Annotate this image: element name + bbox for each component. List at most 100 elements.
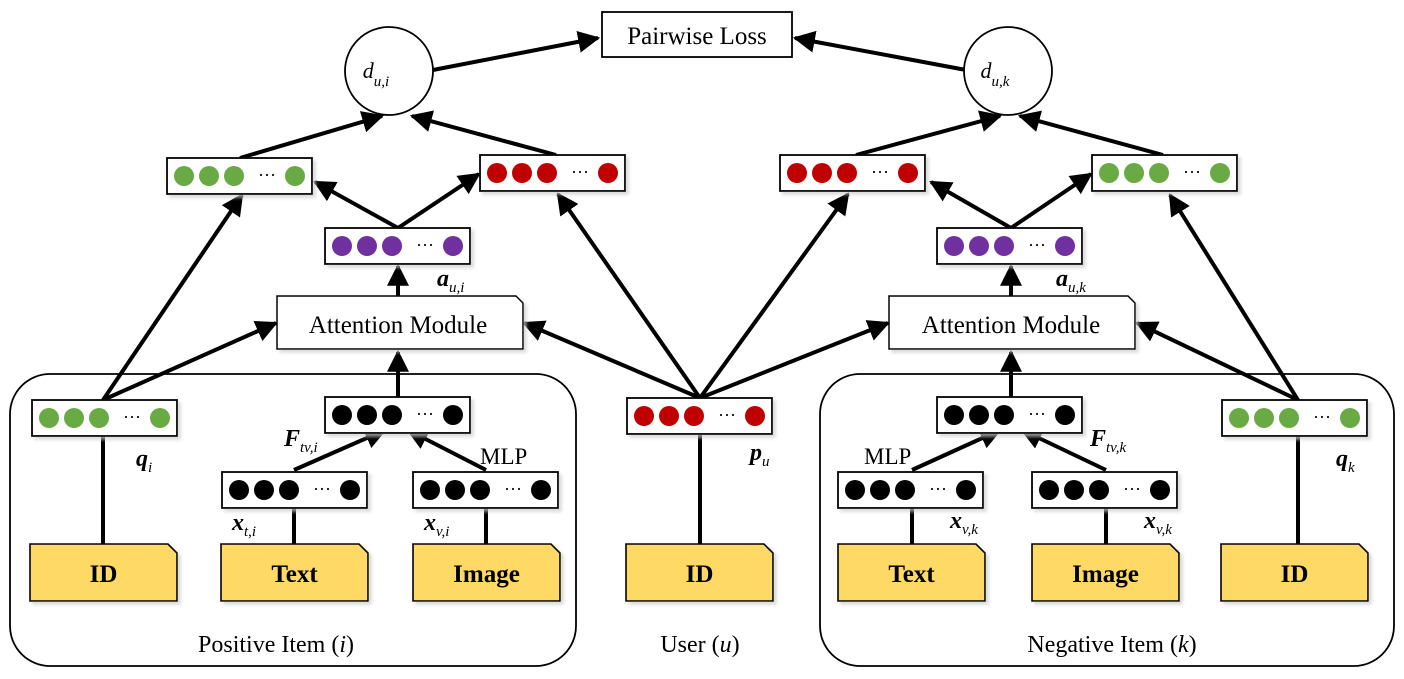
vector-a-ui: ···	[324, 227, 471, 265]
attention-module-right: Attention Module	[888, 295, 1136, 350]
vector-q-i-dot-last	[150, 408, 170, 428]
vector-x-vk-image-dot-last	[1150, 480, 1170, 500]
attention-module-left-label: Attention Module	[309, 312, 487, 339]
a-ui-label: au,i	[437, 266, 464, 296]
vector-F-tvi: ···	[324, 396, 471, 434]
negative-score-node	[963, 26, 1053, 116]
vector-F-tvi-dot-2	[357, 405, 377, 425]
input-neg-image: Image	[1031, 543, 1180, 602]
vector-u-pos-dot-1	[487, 163, 507, 183]
input-pos-text-shape	[220, 543, 369, 602]
vector-a-uk-dot-last	[1055, 236, 1075, 256]
F-tvk-label: Ftv,k	[1089, 426, 1126, 456]
vector-x-vi: ···	[412, 471, 559, 509]
F-tvi-label: Ftv,i	[283, 426, 318, 456]
vector-pos-score-input-dot-2	[199, 166, 219, 186]
vector-a-ui-dot-2	[357, 236, 377, 256]
vector-pos-score-input-dot-1	[174, 166, 194, 186]
input-neg-text-label: Text	[888, 561, 935, 588]
vector-F-tvk: ···	[936, 396, 1083, 434]
vector-u-neg-ellipsis: ···	[871, 162, 889, 182]
vector-pos-score-input-dot-last	[285, 166, 305, 186]
vector-a-uk-dot-3	[994, 236, 1014, 256]
vector-u-pos-dot-3	[537, 163, 557, 183]
vector-F-tvk-dot-1	[944, 405, 964, 425]
x-vi-label: xv,i	[423, 510, 449, 540]
vector-q-i-dot-3	[89, 408, 109, 428]
q-i-label: qi	[136, 446, 152, 476]
vector-x-vk-image-ellipsis: ···	[1123, 479, 1141, 499]
vector-F-tvi-dot-1	[332, 405, 352, 425]
vector-pos-score-input: ···	[166, 157, 313, 195]
vector-F-tvk-dot-3	[994, 405, 1014, 425]
input-user-id: ID	[625, 543, 774, 602]
vector-q-i: ···	[31, 399, 178, 437]
vector-x-ti-dot-3	[279, 480, 299, 500]
input-neg-text-shape	[837, 543, 986, 602]
vector-x-vk-image: ···	[1031, 471, 1178, 509]
connection-arrows	[101, 30, 1300, 544]
pairwise-loss-box	[601, 11, 793, 58]
input-pos-id-label: ID	[90, 561, 118, 588]
input-user-id-label: ID	[686, 561, 714, 588]
vector-pos-score-input-ellipsis: ···	[258, 165, 276, 185]
vector-x-vk-image-dot-3	[1089, 480, 1109, 500]
input-neg-id-label: ID	[1281, 561, 1309, 588]
vector-x-ti: ···	[221, 471, 368, 509]
pairwise-loss-label: Pairwise Loss	[627, 23, 767, 50]
input-pos-image-shape	[412, 543, 561, 602]
vector-x-vk-image-dot-2	[1064, 480, 1084, 500]
positive-score-label: du,i	[363, 58, 389, 90]
vector-F-tvk-dot-last	[1055, 405, 1075, 425]
vector-x-vi-dot-1	[420, 480, 440, 500]
vector-a-ui-dot-last	[443, 236, 463, 256]
input-pos-text: Text	[220, 543, 369, 602]
vector-q-k-dot-1	[1229, 408, 1249, 428]
vector-x-vk-text-dot-last	[956, 480, 976, 500]
attention-module-right-label: Attention Module	[922, 312, 1100, 339]
vector-a-uk-ellipsis: ···	[1028, 235, 1046, 255]
vector-F-tvi-ellipsis: ···	[416, 404, 434, 424]
vector-u-neg: ···	[779, 154, 926, 192]
user-caption: User (u)	[660, 632, 739, 658]
input-neg-id-shape	[1220, 543, 1369, 602]
vector-x-vk-image-dot-1	[1039, 480, 1059, 500]
vector-x-vi-dot-3	[470, 480, 490, 500]
vector-u-neg-dot-2	[812, 163, 832, 183]
vector-labels: qi au,i Ftv,i xt,i xv,i pu au,k Ftv,k xv…	[136, 266, 1355, 540]
vector-x-vi-dot-last	[531, 480, 551, 500]
vector-u-neg-dot-1	[787, 163, 807, 183]
vector-q-k-dot-last	[1340, 408, 1360, 428]
input-neg-image-label: Image	[1072, 561, 1139, 588]
vector-F-tvi-dot-3	[382, 405, 402, 425]
vector-q-k-ellipsis: ···	[1313, 407, 1331, 427]
vector-x-vk-text-dot-1	[845, 480, 865, 500]
vector-neg-score-input-dot-last	[1210, 163, 1230, 183]
vector-a-ui-dot-1	[332, 236, 352, 256]
vector-q-i-dot-1	[39, 408, 59, 428]
vector-x-vk-text: ···	[837, 471, 984, 509]
vector-x-vi-ellipsis: ···	[504, 479, 522, 499]
x-ti-label: xt,i	[231, 510, 256, 540]
vector-a-uk-dot-2	[969, 236, 989, 256]
embedding-vectors: ··· ··· ··· ··· ··· ··· ··· ··· ··· ··· ··· ··· ··· ·…	[31, 154, 1368, 509]
vector-neg-score-input-ellipsis: ···	[1183, 162, 1201, 182]
positive-item-group	[9, 373, 577, 667]
vector-q-k-dot-3	[1279, 408, 1299, 428]
attention-module-left: Attention Module	[276, 295, 524, 350]
vector-u-pos-dot-2	[512, 163, 532, 183]
vector-p-u-dot-1	[634, 406, 654, 426]
vector-p-u-ellipsis: ···	[718, 405, 736, 425]
vector-u-pos-dot-last	[598, 163, 618, 183]
vector-a-uk-dot-1	[944, 236, 964, 256]
input-neg-image-shape	[1031, 543, 1180, 602]
input-user-id-shape	[625, 543, 774, 602]
vector-x-vk-text-ellipsis: ···	[929, 479, 947, 499]
vector-x-ti-dot-last	[340, 480, 360, 500]
vector-x-ti-dot-1	[229, 480, 249, 500]
input-pos-id: ID	[29, 543, 178, 602]
positive-score-node	[344, 26, 434, 116]
negative-item-group	[819, 373, 1395, 667]
